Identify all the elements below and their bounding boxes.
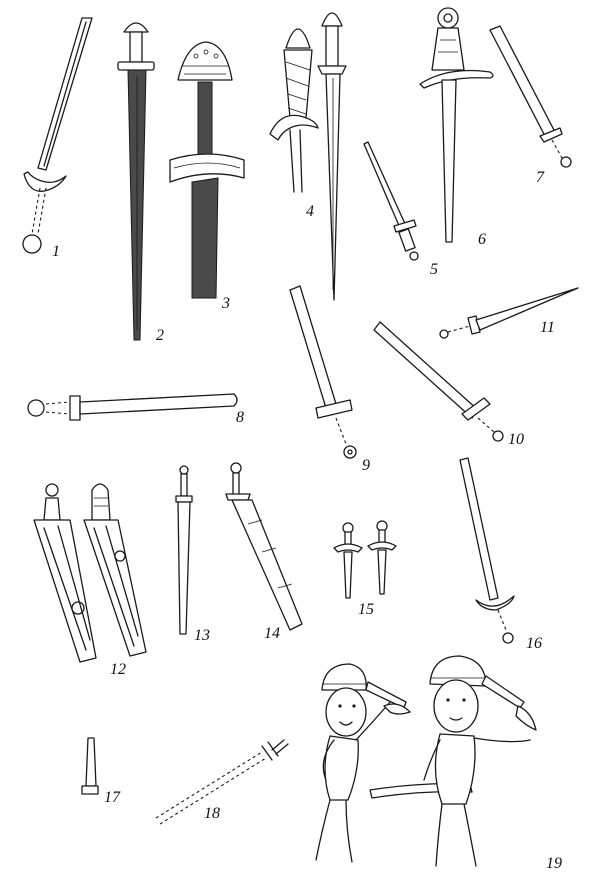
figure-label-6: 6 [478,231,486,248]
figure-label-13: 13 [194,627,210,644]
sword-11-drawing [439,287,579,339]
figure-label-5: 5 [430,261,438,278]
sword-8-drawing [27,393,238,421]
sword-14-drawing [225,462,303,631]
figure-label-8: 8 [236,409,244,426]
figure-label-10: 10 [508,431,524,448]
figure-label-15: 15 [358,601,374,618]
sword-17-drawing [81,737,99,795]
sword-10-drawing [373,321,504,442]
figure-label-1: 1 [52,243,60,260]
figure-label-18: 18 [204,805,220,822]
figure-label-7: 7 [536,169,544,186]
figure-label-11: 11 [540,319,555,336]
figure-label-2: 2 [156,327,164,344]
figure-label-16: 16 [526,635,542,652]
figure-label-4: 4 [306,203,314,220]
figure-label-3: 3 [222,295,230,312]
figure-label-9: 9 [362,457,370,474]
sword-12-drawing [33,483,147,663]
figure-label-19: 19 [546,855,562,872]
sword-7-drawing [489,25,572,168]
sword-18-drawing [155,739,289,825]
sword-5-drawing [363,141,419,261]
sword-6-drawing [419,7,494,243]
sword-19-drawing [315,655,537,867]
sword-2-drawing [117,22,155,341]
sword-1-drawing [22,17,93,254]
figure-label-17: 17 [104,789,120,806]
sword-4-drawing [269,12,347,301]
sword-13-drawing [175,465,193,635]
sword-3-drawing [169,41,245,299]
sword-15-drawing [333,520,397,599]
sword-16-drawing [459,457,515,644]
figure-label-14: 14 [264,625,280,642]
sword-9-drawing [289,285,357,459]
figure-label-12: 12 [110,661,126,678]
